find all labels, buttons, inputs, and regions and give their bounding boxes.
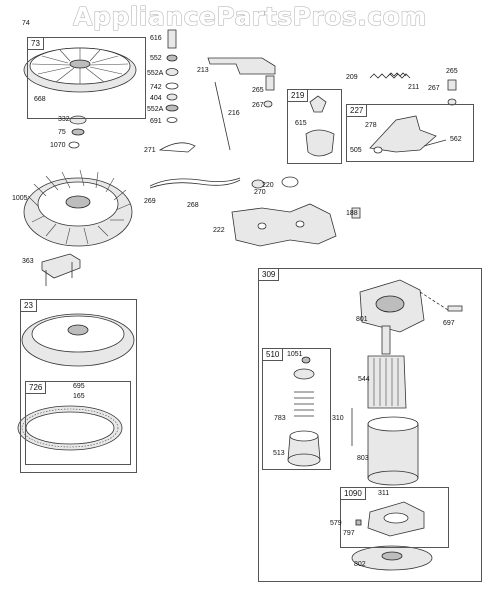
part-label: 311: [378, 490, 390, 497]
small-parts-column: [158, 29, 196, 153]
group-227-drawing: [369, 115, 447, 154]
part-label: 211: [408, 84, 420, 91]
group-1090-drawing: [355, 501, 425, 537]
part-label: 544: [358, 376, 370, 383]
fan-wheel-drawing: [23, 169, 133, 247]
group-box-73: 73: [27, 37, 146, 119]
part-label: 267: [252, 102, 264, 109]
part-label: 695: [73, 383, 85, 390]
group-box-309: 309: [258, 268, 482, 582]
group-219-drawing: [305, 95, 335, 157]
part-label: 1005: [12, 195, 28, 202]
part-label: 552: [150, 55, 162, 62]
part-label: 363: [22, 258, 34, 265]
ring-gear-drawing: [17, 405, 123, 451]
part-label: 552A: [147, 106, 164, 113]
group-label-219: 219: [287, 89, 309, 102]
part-label: 165: [73, 393, 85, 400]
group-box-23: 23: [20, 299, 137, 473]
part-label: 216: [228, 110, 240, 117]
group-label-23: 23: [20, 299, 37, 312]
group-label-73: 73: [27, 37, 44, 50]
group-label-510: 510: [262, 348, 284, 361]
part-label: 802: [354, 561, 366, 568]
bracket-222-drawing: [231, 203, 361, 247]
group-box-510: 510: [262, 348, 331, 470]
part-label: 74: [22, 20, 30, 27]
part-label: 265: [252, 87, 264, 94]
part-label: 579: [330, 520, 342, 527]
part-label: 75: [58, 129, 66, 136]
part-label: 332: [58, 116, 70, 123]
springs-drawing: [369, 72, 457, 106]
group-510-drawing: [287, 356, 321, 467]
flywheel-screen-drawing: [23, 47, 137, 93]
group-label-726: 726: [25, 381, 47, 394]
part-label: 505: [350, 147, 362, 154]
part-label: 668: [34, 96, 46, 103]
part-label: 265: [446, 68, 458, 75]
nut-75: [71, 128, 85, 136]
group-box-219: 219: [287, 89, 342, 164]
part-label: 270: [254, 189, 266, 196]
part-label: 803: [357, 455, 369, 462]
part-label: 1051: [287, 351, 303, 358]
part-label: 562: [450, 136, 462, 143]
part-label: 797: [343, 530, 355, 537]
part-label: 269: [144, 198, 156, 205]
part-label: 783: [274, 415, 286, 422]
part-label: 209: [346, 74, 358, 81]
part-label: 213: [197, 67, 209, 74]
part-label: 188: [346, 210, 358, 217]
part-label: 310: [332, 415, 344, 422]
group-309-drawing: [351, 279, 463, 571]
part-label: 271: [144, 147, 156, 154]
group-box-1090: 1090: [340, 487, 449, 548]
part-label: 801: [356, 316, 368, 323]
part-label: 691: [150, 118, 162, 125]
part-label: 404: [150, 95, 162, 102]
governor-bracket-drawing: [207, 57, 276, 151]
part-label: 278: [365, 122, 377, 129]
part-label: 616: [150, 35, 162, 42]
part-label: 552A: [147, 70, 164, 77]
part-label: 615: [295, 120, 307, 127]
group-label-1090: 1090: [340, 487, 366, 500]
part-label: 268: [187, 202, 199, 209]
part-label: 220: [262, 182, 274, 189]
washer-1070: [68, 141, 80, 149]
group-23-drawing: [21, 313, 135, 367]
group-label-227: 227: [346, 104, 368, 117]
cable-drawing: [149, 176, 299, 189]
group-box-227: 227: [346, 104, 474, 162]
watermark: AppliancePartsPros.com: [73, 2, 427, 32]
part-label: 1070: [50, 142, 66, 149]
armature-363-drawing: [41, 253, 81, 286]
part-label: 742: [150, 84, 162, 91]
group-label-309: 309: [258, 268, 280, 281]
part-label: 222: [213, 227, 225, 234]
group-box-726: 726: [25, 381, 131, 465]
part-label: 513: [273, 450, 285, 457]
part-label: 697: [443, 320, 455, 327]
part-label: 267: [428, 85, 440, 92]
